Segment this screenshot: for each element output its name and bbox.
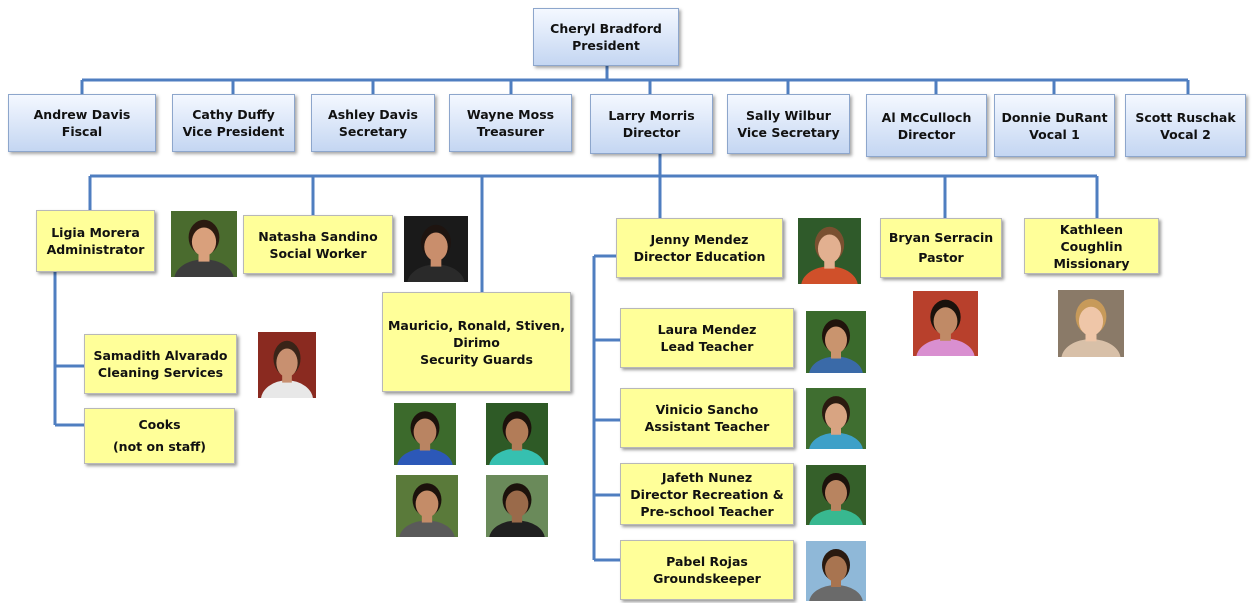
staff-box-samadith[interactable]: Samadith Alvarado Cleaning Services <box>84 334 237 394</box>
staff-name: Pabel Rojas <box>666 554 748 569</box>
staff-name: Cooks <box>138 417 181 432</box>
staff-role: Pastor <box>918 250 964 265</box>
staff-name: Mauricio, Ronald, Stiven, Dirimo <box>387 317 566 350</box>
staff-role-line2: Pre-school Teacher <box>640 503 774 519</box>
board-member-box[interactable]: Wayne Moss Treasurer <box>449 94 572 152</box>
president-role: President <box>572 38 640 53</box>
staff-box-natasha[interactable]: Natasha Sandino Social Worker <box>243 215 393 274</box>
member-role: Vice President <box>182 124 285 139</box>
photo-ligia <box>171 211 237 277</box>
board-member-box[interactable]: Scott Ruschak Vocal 2 <box>1125 94 1246 157</box>
staff-name: Vinicio Sancho <box>655 402 759 417</box>
staff-name: Jenny Mendez <box>650 232 749 247</box>
staff-box-guards[interactable]: Mauricio, Ronald, Stiven, Dirimo Securit… <box>382 292 571 392</box>
staff-role: Lead Teacher <box>660 339 754 354</box>
staff-name: Ligia Morera <box>51 225 140 240</box>
staff-box-bryan[interactable]: Bryan Serracin Pastor <box>880 218 1002 278</box>
photo-kathleen <box>1058 290 1124 357</box>
president-box[interactable]: Cheryl Bradford President <box>533 8 679 66</box>
staff-box-jenny[interactable]: Jenny Mendez Director Education <box>616 218 783 278</box>
photo-guard-3 <box>396 475 458 537</box>
staff-role: Cleaning Services <box>97 365 224 380</box>
board-member-box[interactable]: Cathy Duffy Vice President <box>172 94 295 152</box>
photo-vinicio <box>806 388 866 449</box>
staff-name: Natasha Sandino <box>258 228 378 244</box>
photo-pabel <box>806 541 866 601</box>
staff-role: Assistant Teacher <box>644 419 770 434</box>
staff-name: Laura Mendez <box>657 322 757 337</box>
photo-samadith <box>258 332 316 398</box>
staff-role: Social Worker <box>269 245 367 261</box>
staff-box-kathleen[interactable]: Kathleen Coughlin Missionary <box>1024 218 1159 274</box>
board-member-box[interactable]: Andrew Davis Fiscal <box>8 94 156 152</box>
board-member-box[interactable]: Al McCulloch Director <box>866 94 987 157</box>
member-role: Vocal 1 <box>1029 126 1080 142</box>
member-role: Director <box>622 125 681 140</box>
member-name: Scott Ruschak <box>1135 109 1236 125</box>
staff-box-laura[interactable]: Laura Mendez Lead Teacher <box>620 308 794 368</box>
staff-role: Director Recreation & <box>630 486 784 502</box>
staff-role: (not on staff) <box>112 439 207 454</box>
member-name: Larry Morris <box>608 108 695 123</box>
board-member-box[interactable]: Sally Wilbur Vice Secretary <box>727 94 850 154</box>
member-role: Vice Secretary <box>737 125 840 140</box>
board-member-box[interactable]: Donnie DuRant Vocal 1 <box>994 94 1115 157</box>
member-role: Secretary <box>338 124 408 139</box>
photo-jafeth <box>806 465 866 525</box>
staff-role: Administrator <box>46 242 145 257</box>
photo-jenny <box>798 218 861 284</box>
member-name: Wayne Moss <box>466 107 555 122</box>
member-name: Al McCulloch <box>881 109 972 125</box>
staff-role: Missionary <box>1053 255 1130 271</box>
photo-guard-1 <box>394 403 456 465</box>
staff-box-pabel[interactable]: Pabel Rojas Groundskeeper <box>620 540 794 600</box>
staff-role: Groundskeeper <box>653 571 761 586</box>
staff-box-ligia[interactable]: Ligia Morera Administrator <box>36 210 155 272</box>
member-name: Andrew Davis <box>33 107 131 122</box>
staff-name: Bryan Serracin <box>888 230 994 245</box>
board-member-box[interactable]: Larry Morris Director <box>590 94 713 154</box>
member-role: Director <box>897 126 956 142</box>
photo-laura <box>806 311 866 373</box>
member-role: Fiscal <box>61 124 103 139</box>
member-name: Cathy Duffy <box>192 107 275 122</box>
member-name: Donnie DuRant <box>1001 109 1108 125</box>
staff-role: Director Education <box>633 249 766 264</box>
photo-guard-2 <box>486 403 548 465</box>
staff-name: Kathleen Coughlin <box>1059 221 1124 254</box>
member-role: Treasurer <box>476 124 545 139</box>
member-name: Sally Wilbur <box>746 108 831 123</box>
staff-box-cooks[interactable]: Cooks (not on staff) <box>84 408 235 464</box>
member-role: Vocal 2 <box>1160 126 1211 142</box>
photo-bryan <box>913 291 978 356</box>
photo-guard-4 <box>486 475 548 537</box>
staff-box-jafeth[interactable]: Jafeth Nunez Director Recreation & Pre-s… <box>620 463 794 525</box>
staff-name: Jafeth Nunez <box>661 469 753 485</box>
president-name: Cheryl Bradford <box>550 21 662 36</box>
member-name: Ashley Davis <box>328 107 418 122</box>
staff-box-vinicio[interactable]: Vinicio Sancho Assistant Teacher <box>620 388 794 448</box>
staff-role: Security Guards <box>420 351 533 367</box>
staff-name: Samadith Alvarado <box>93 348 228 363</box>
board-member-box[interactable]: Ashley Davis Secretary <box>311 94 435 152</box>
photo-natasha <box>404 216 468 282</box>
